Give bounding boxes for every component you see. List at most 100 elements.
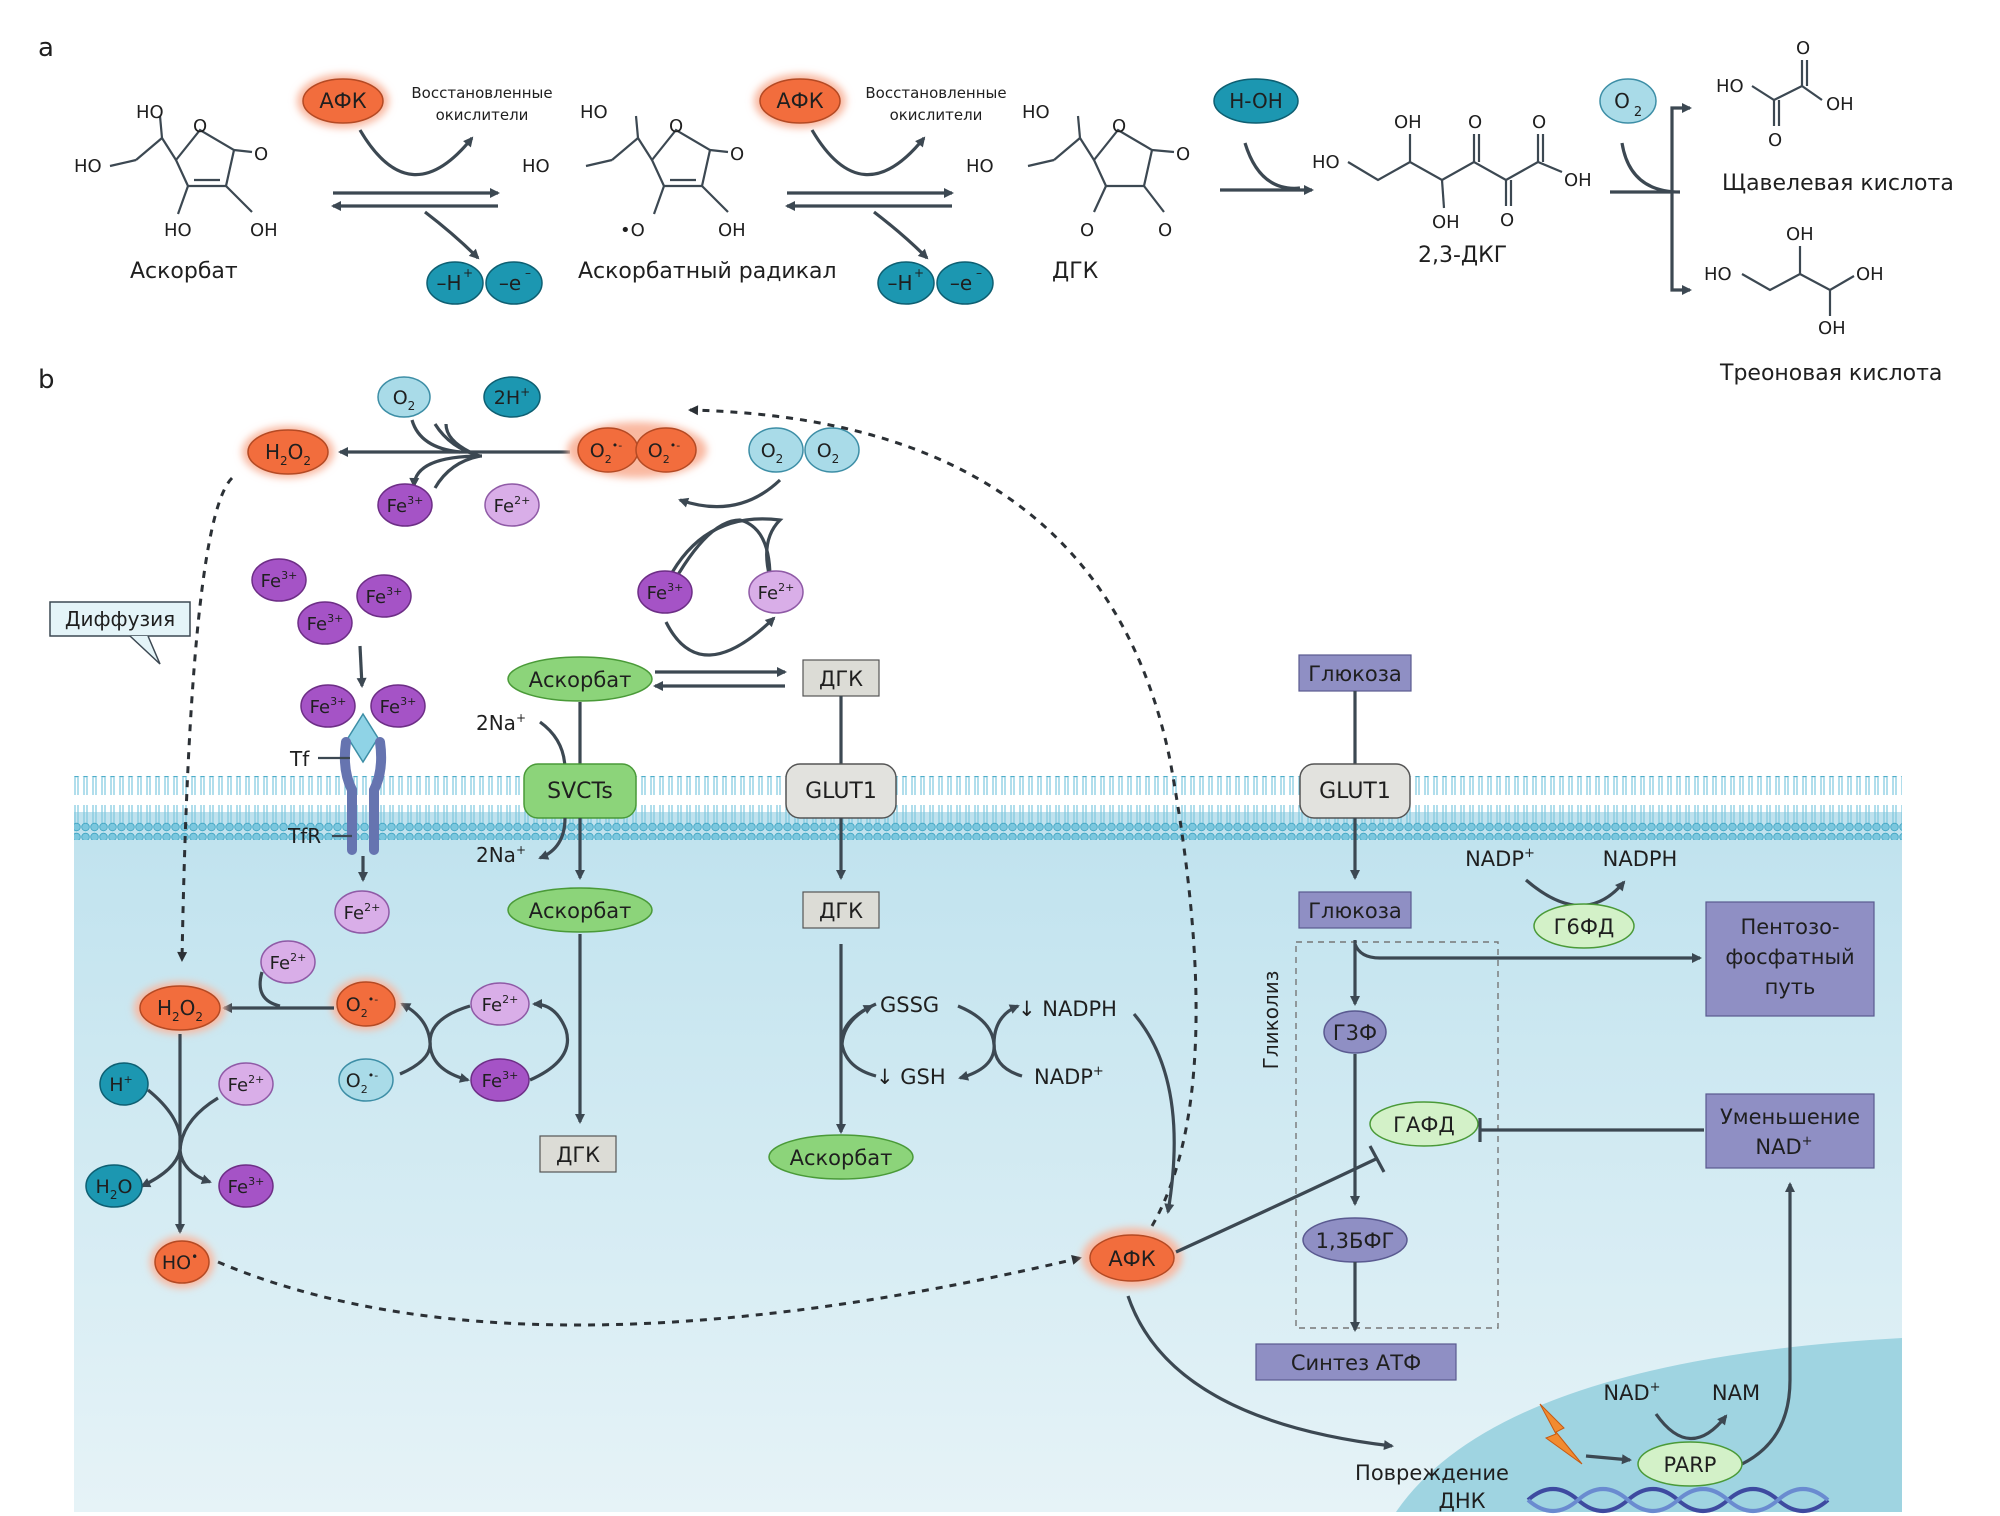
- ascorbate-badge: [507, 656, 653, 702]
- ascorbate-label: Аскорбат: [529, 899, 632, 923]
- ros-label: АФК: [1108, 1247, 1155, 1271]
- nad-label: NAD+: [1603, 1380, 1660, 1405]
- dhk-name: ДГК: [1052, 259, 1099, 284]
- fe3-badge: [470, 1058, 530, 1102]
- sodium-label: 2Na+: [476, 843, 526, 867]
- ascorbate-ho-left: HO: [74, 156, 102, 177]
- fe3-badge: [370, 684, 426, 728]
- dhk-box: [802, 891, 880, 929]
- dhk-label: ДГК: [556, 1143, 600, 1167]
- fe3-label: Fe3+: [387, 494, 424, 517]
- threonic-oh-bottom: OH: [1818, 318, 1846, 339]
- electron-loss-label: –e: [499, 271, 521, 295]
- fe2-label: Fe2+: [482, 993, 519, 1016]
- proton-loss-sup: +: [914, 266, 924, 280]
- ascorbate-radical-structure: [585, 115, 729, 215]
- nadph-decrease-label: ↓ NADPH: [1018, 997, 1117, 1021]
- fe3-label: Fe3+: [307, 612, 344, 635]
- fe2-label: Fe2+: [228, 1073, 265, 1096]
- g3p-badge: [1323, 1010, 1387, 1054]
- ascorbate-o-carbonyl: O: [254, 144, 268, 165]
- h2o2-badge: [247, 429, 329, 475]
- fe2-badge: [334, 890, 390, 934]
- pentose-phosphate-label: фосфатный: [1725, 945, 1854, 969]
- glucose-label: Глюкоза: [1308, 662, 1401, 686]
- fe2-badge: [748, 570, 804, 614]
- proton-loss-label: –H: [887, 271, 912, 295]
- radical-o-dot: •O: [620, 220, 645, 241]
- parp-label: PARP: [1664, 1453, 1717, 1477]
- parp-badge: [1637, 1441, 1743, 1487]
- pentose-phosphate-box: [1705, 901, 1875, 1017]
- dkg-o-3: O: [1532, 112, 1546, 133]
- dhk-ho-left: HO: [966, 156, 994, 177]
- oxalic-acid-name: Щавелевая кислота: [1722, 171, 1954, 196]
- radical-oh-bottom: OH: [718, 220, 746, 241]
- two-proton-label: 2H+: [494, 385, 530, 409]
- ros-badge: [302, 78, 384, 124]
- hydroxyl-radical-label: HO•: [162, 1250, 198, 1274]
- nad-decrease-label: Уменьшение: [1720, 1105, 1860, 1129]
- glucose-box: [1298, 654, 1412, 692]
- ascorbate-label: Аскорбат: [790, 1146, 893, 1170]
- dkg-o-2: O: [1500, 210, 1514, 231]
- nad-decrease-box: [1705, 1093, 1875, 1169]
- fe2-badge: [470, 982, 530, 1026]
- ascorbate-badge: [768, 1134, 914, 1180]
- tfr-label: TfR: [287, 824, 321, 848]
- superoxide-badge: [635, 427, 697, 473]
- fe3-badge: [377, 483, 433, 527]
- dkg-oh-right: OH: [1564, 170, 1592, 191]
- glucose-label: Глюкоза: [1308, 899, 1401, 923]
- g6pd-label: Г6ФД: [1554, 915, 1615, 939]
- fe3-badge: [637, 570, 693, 614]
- water-badge: [85, 1164, 143, 1208]
- fe3-badge: [300, 684, 356, 728]
- oxalic-o-top: O: [1796, 38, 1810, 59]
- electron-loss-badge: [485, 261, 543, 305]
- g6pd-badge: [1533, 903, 1635, 949]
- fe3-badge: [297, 601, 353, 645]
- dhk-box: [802, 659, 880, 697]
- atp-synthesis-box: [1255, 1343, 1457, 1381]
- transferrin-shape: [347, 712, 379, 764]
- fe3-label: Fe3+: [261, 569, 298, 592]
- proton-loss-label: –H: [436, 271, 461, 295]
- proton-label: H+: [109, 1073, 133, 1096]
- dkg-oh-top: OH: [1394, 112, 1422, 133]
- dkg-oh-bottom: OH: [1432, 212, 1460, 233]
- proton-loss-badge: [877, 261, 935, 305]
- proton-loss-sup: +: [463, 266, 473, 280]
- ascorbate-radical-name: Аскорбатный радикал: [578, 259, 837, 284]
- nad-decrease-label: NAD+: [1755, 1134, 1812, 1159]
- ros-label: АФК: [319, 89, 366, 113]
- oxygen-label: O2: [817, 440, 840, 466]
- glut1-label: GLUT1: [1319, 779, 1391, 804]
- fe2-badge: [218, 1062, 274, 1106]
- radical-o-ring: O: [669, 116, 683, 137]
- lightning-icon: [1539, 1403, 1583, 1465]
- dhk-o-ring: O: [1112, 116, 1126, 137]
- radical-ho-top: HO: [580, 102, 608, 123]
- glucose-box: [1298, 891, 1412, 929]
- nam-label: NAM: [1712, 1381, 1760, 1405]
- oxalic-ho: HO: [1716, 76, 1744, 97]
- dhk-label: ДГК: [819, 899, 863, 923]
- fe2-label: Fe2+: [344, 901, 381, 924]
- threonic-acid-name: Треоновая кислота: [1719, 361, 1942, 386]
- ros-label: АФК: [776, 89, 823, 113]
- electron-loss-badge: [936, 261, 994, 305]
- two-proton-badge: [483, 376, 541, 418]
- atp-synthesis-label: Синтез АТФ: [1291, 1351, 1421, 1375]
- ascorbate-label: Аскорбат: [529, 668, 632, 692]
- oxygen-sub: 2: [1634, 105, 1642, 120]
- dhk-box: [539, 1135, 617, 1173]
- fe3-label: Fe3+: [228, 1175, 265, 1198]
- water-label: H2O: [96, 1176, 133, 1202]
- threonic-oh-right: OH: [1856, 264, 1884, 285]
- water-label: H-OH: [1229, 89, 1283, 113]
- nucleus: [1396, 1338, 1902, 1512]
- nadph-label: NADPH: [1603, 847, 1678, 871]
- reduced-oxidants-label: окислители: [436, 106, 529, 124]
- fe3-label: Fe3+: [366, 585, 403, 608]
